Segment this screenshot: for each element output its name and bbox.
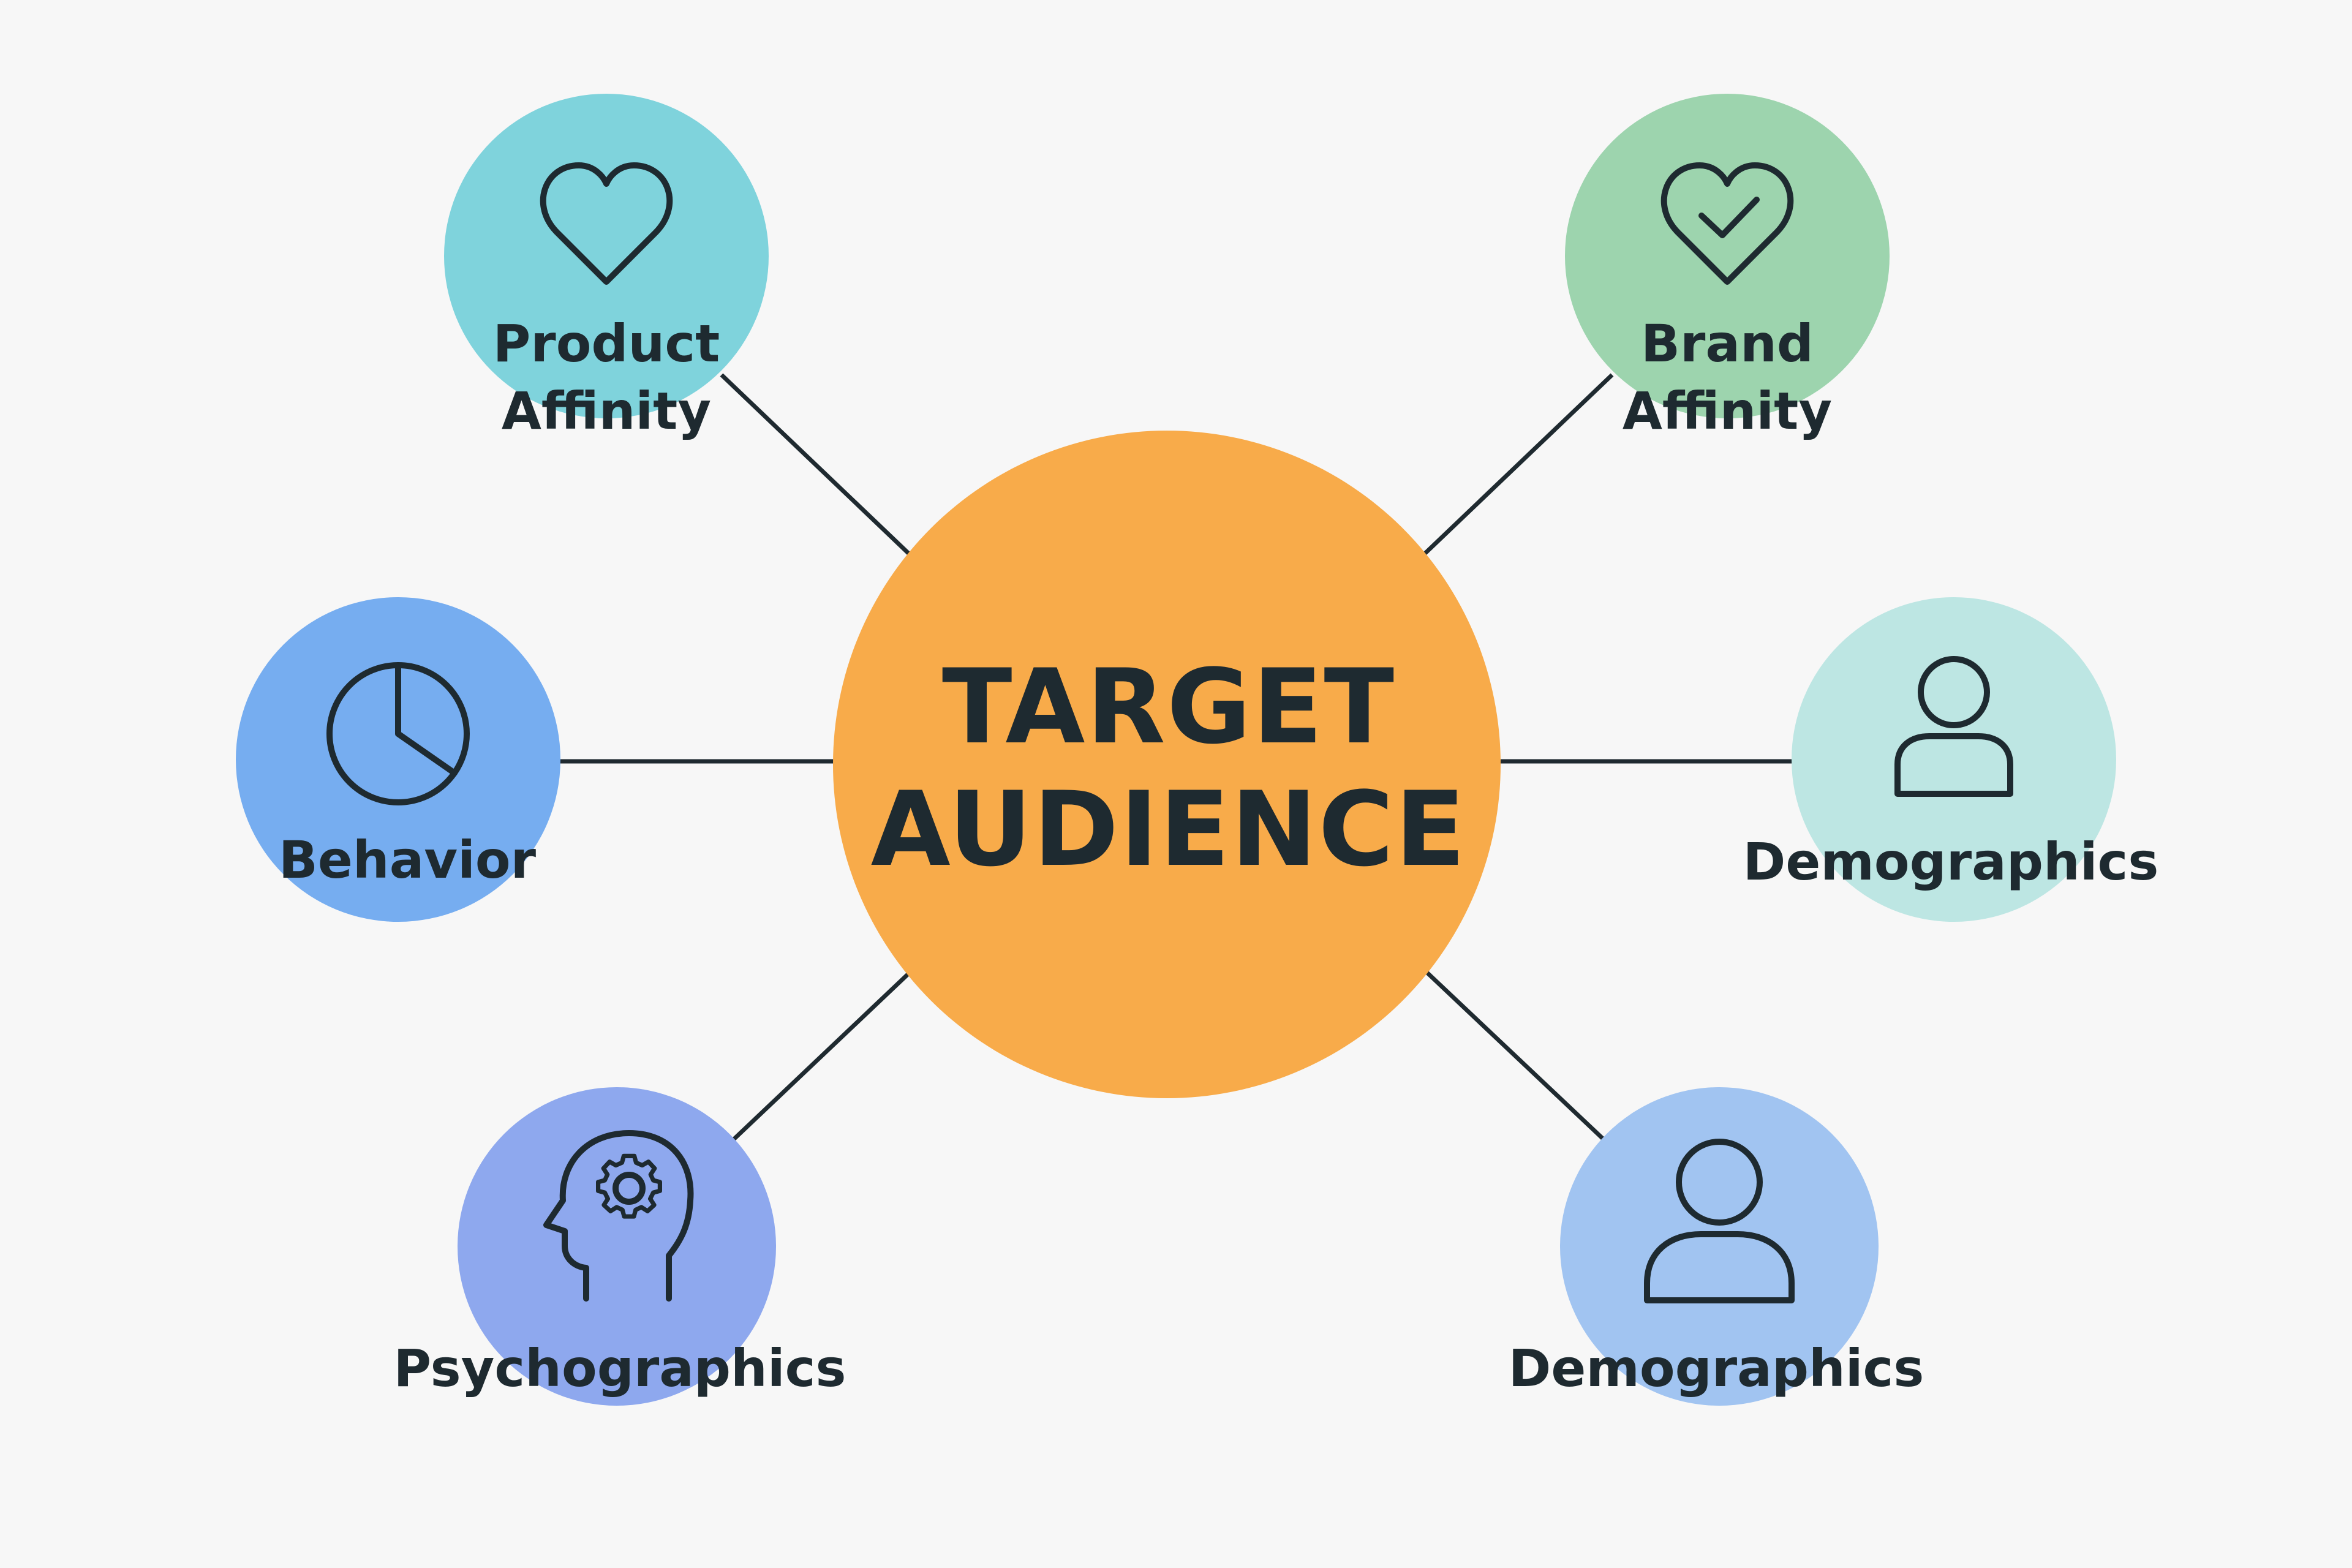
pie-chart-icon (326, 662, 470, 805)
node-label: Behavior (279, 830, 537, 890)
center-circle (833, 431, 1501, 1098)
node-circle (236, 597, 560, 922)
node-circle (1792, 597, 2116, 922)
gear-icon (596, 1153, 662, 1219)
heart-check-icon (1660, 162, 1794, 285)
node-label: Affinity (1623, 381, 1832, 441)
head-gear-icon (543, 1130, 694, 1302)
node-brand-affinity: Brand Affinity (1565, 94, 1890, 441)
center-node-target-audience: TARGET AUDIENCE (833, 431, 1501, 1098)
node-label: Brand (1641, 314, 1814, 374)
connectors (559, 373, 1795, 1141)
node-behavior: Behavior (236, 597, 560, 922)
node-label: Affinity (502, 381, 711, 441)
connector-demographics-bottom (1425, 971, 1605, 1141)
node-label: Demographics (1743, 832, 2159, 892)
node-psychographics: Psychographics (394, 1087, 846, 1406)
node-circle (1560, 1087, 1879, 1406)
node-label: Demographics (1509, 1338, 1924, 1398)
node-label: Psychographics (394, 1338, 846, 1398)
node-circle (458, 1087, 776, 1406)
node-demographics-right: Demographics (1743, 597, 2159, 922)
user-icon (1644, 1139, 1795, 1303)
center-title-line1: TARGET (942, 647, 1395, 767)
node-circle (1565, 94, 1890, 418)
center-title-line2: AUDIENCE (871, 769, 1467, 889)
node-product-affinity: Product Affinity (444, 94, 769, 441)
connector-product-affinity (720, 373, 911, 556)
connector-psychographics (732, 971, 911, 1141)
connector-brand-affinity (1422, 373, 1614, 556)
node-label: Product (493, 314, 720, 374)
user-icon (1894, 656, 2013, 797)
node-circle (444, 94, 769, 418)
node-demographics-bottom: Demographics (1509, 1087, 1924, 1406)
heart-icon (540, 162, 673, 285)
